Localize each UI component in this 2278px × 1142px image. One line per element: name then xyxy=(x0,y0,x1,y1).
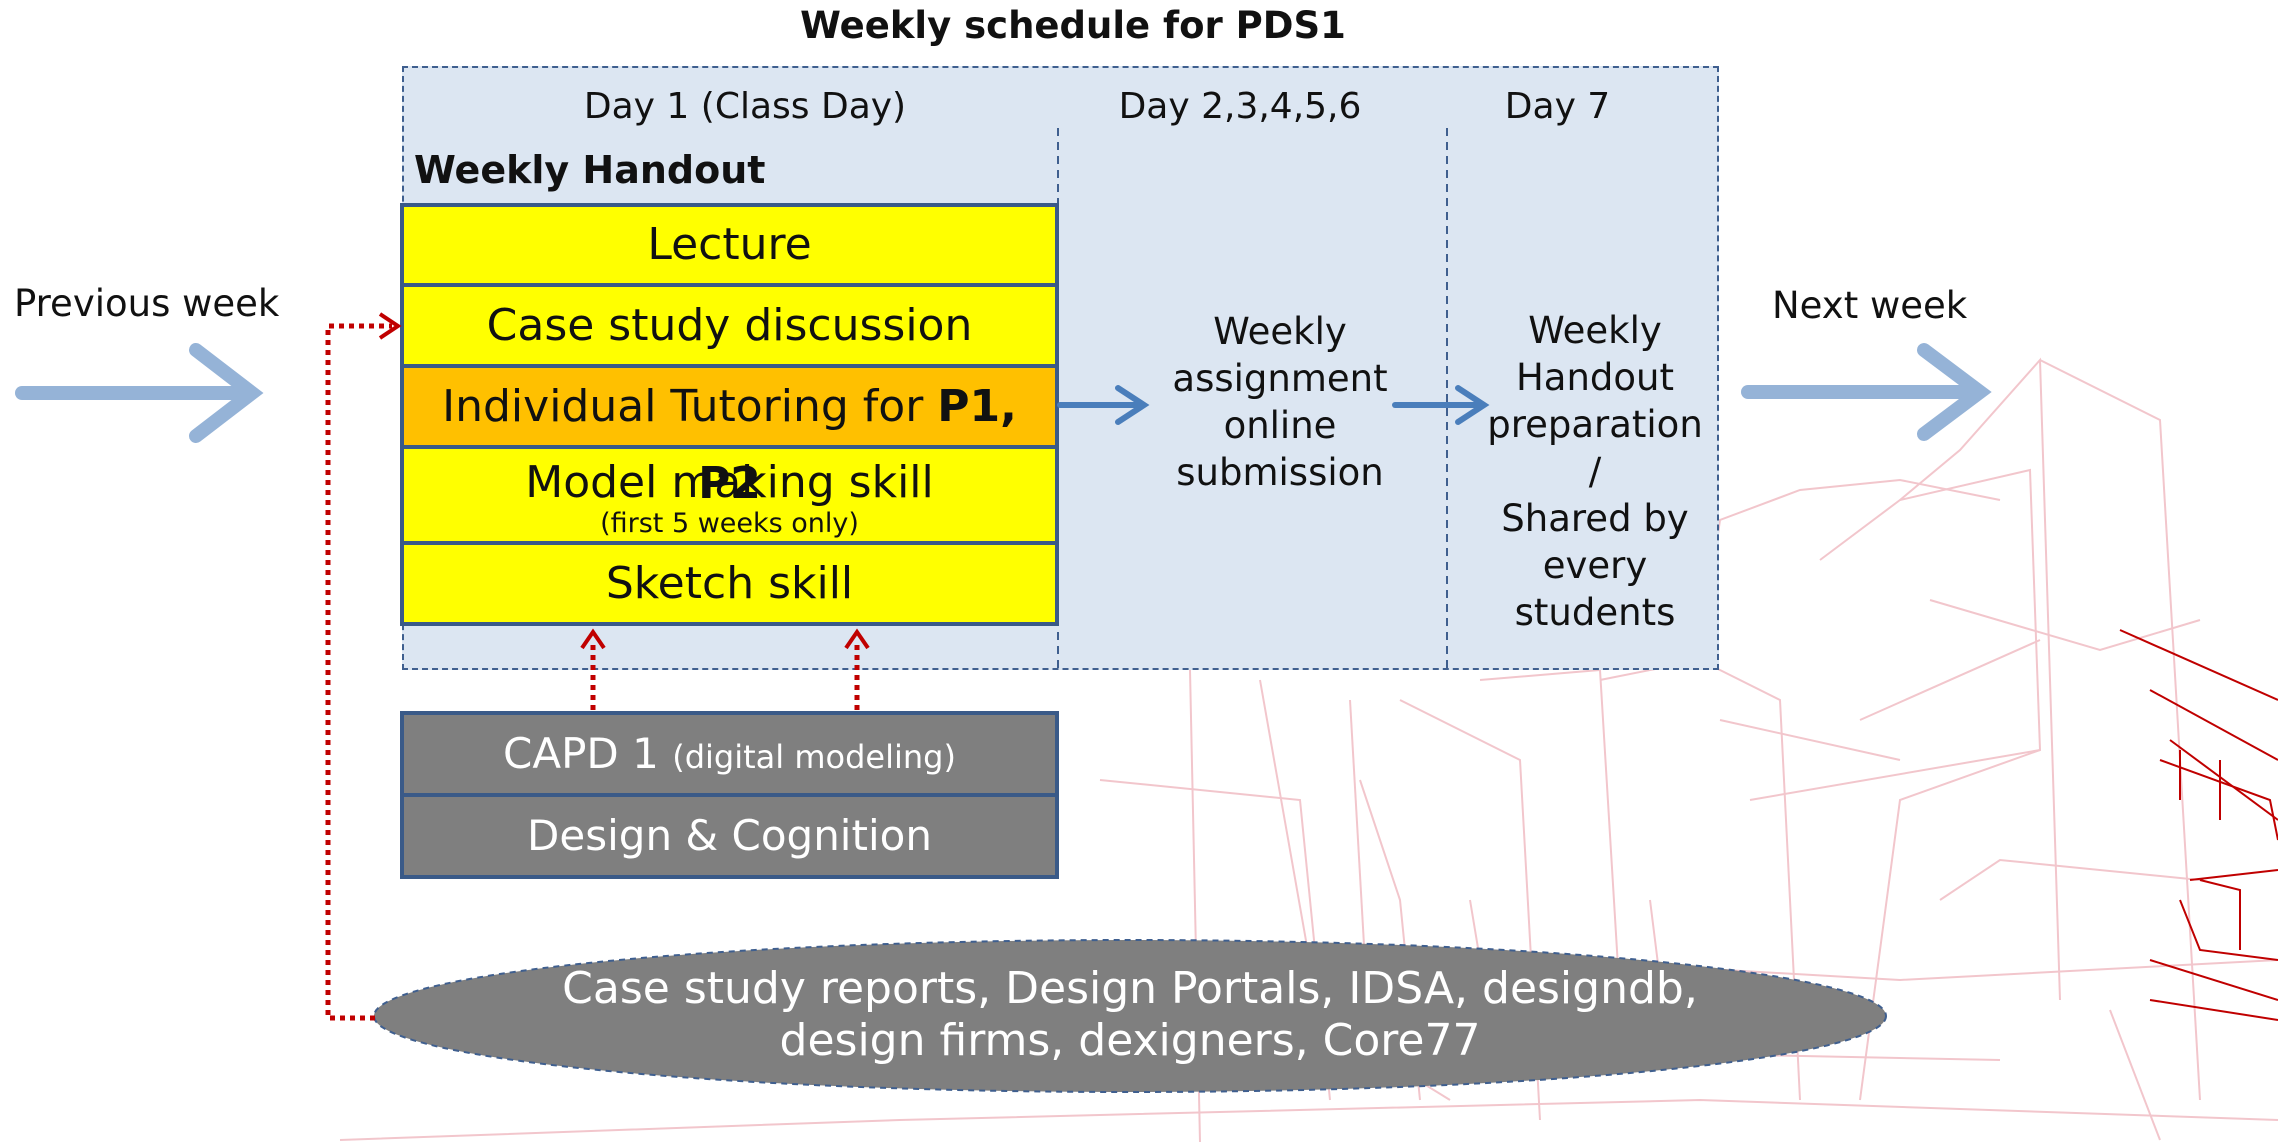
day7-line: every xyxy=(1542,544,1648,587)
sketch-label: Sketch skill xyxy=(605,558,854,609)
handout-to-assignment-arrow xyxy=(1057,385,1150,425)
day7-line: Shared by xyxy=(1501,497,1689,540)
resources-line: Case study reports, Design Portals, IDSA… xyxy=(562,963,1698,1014)
class-day-activities: Lecture Case study discussion Individual… xyxy=(400,203,1059,626)
cognition-row: Design & Cognition xyxy=(404,797,1055,875)
tutoring-label: Individual Tutoring for xyxy=(442,381,938,432)
next-week-arrow xyxy=(1741,343,1992,441)
capd-arrowhead xyxy=(844,628,870,650)
day7-description: Weekly Handout preparation / Shared by e… xyxy=(1450,307,1740,636)
day7-line: Handout xyxy=(1515,356,1675,399)
resources-line: design firms, dexigners, Core77 xyxy=(779,1015,1481,1066)
capd-note: (digital modeling) xyxy=(672,738,956,776)
resources-to-case-study-arrow xyxy=(325,323,392,1021)
capd-to-handout-arrows xyxy=(590,640,860,710)
day2-6-description: Weekly assignment online submission xyxy=(1080,308,1480,496)
resources-ellipse xyxy=(373,939,1887,1093)
day2-line: submission xyxy=(1176,451,1384,494)
day7-header: Day 7 xyxy=(1504,86,1611,127)
next-week-label: Next week xyxy=(1772,284,1968,327)
day2-6-header: Day 2,3,4,5,6 xyxy=(1118,86,1362,127)
day2-line: online xyxy=(1223,404,1337,447)
model-making-label: Model making skill xyxy=(525,457,934,508)
previous-week-arrow xyxy=(15,343,264,443)
day7-line: preparation xyxy=(1487,403,1703,446)
day7-line: Weekly xyxy=(1528,309,1662,352)
day2-line: Weekly xyxy=(1213,310,1347,353)
day7-line: / xyxy=(1588,450,1602,493)
tutoring-projects: P1, P2 xyxy=(698,381,1017,509)
case-study-row: Case study discussion xyxy=(404,287,1055,368)
model-making-row: Model making skill (first 5 weeks only) xyxy=(404,449,1055,545)
capd-row: CAPD 1 (digital modeling) xyxy=(404,715,1055,797)
capd-arrowhead xyxy=(580,628,606,650)
cognition-label: Design & Cognition xyxy=(527,811,932,860)
assignment-to-preparation-arrow xyxy=(1392,385,1490,425)
sketch-row: Sketch skill xyxy=(404,545,1055,622)
supporting-courses: CAPD 1 (digital modeling) Design & Cogni… xyxy=(400,711,1059,879)
lecture-row: Lecture xyxy=(404,207,1055,287)
lecture-label: Lecture xyxy=(647,219,812,270)
previous-week-label: Previous week xyxy=(14,282,280,325)
resources-text: Case study reports, Design Portals, IDSA… xyxy=(380,963,1880,1067)
day7-line: students xyxy=(1514,591,1676,634)
diagram-title: Weekly schedule for PDS1 xyxy=(800,4,1346,47)
tutoring-row: Individual Tutoring for P1, P2 xyxy=(404,368,1055,509)
case-study-label: Case study discussion xyxy=(486,300,973,351)
capd-label: CAPD 1 xyxy=(503,729,659,778)
weekly-handout-label: Weekly Handout xyxy=(414,148,766,192)
day1-header: Day 1 (Class Day) xyxy=(583,86,907,127)
day2-line: assignment xyxy=(1172,357,1388,400)
model-making-note: (first 5 weeks only) xyxy=(600,508,859,539)
case-study-arrowhead xyxy=(378,312,402,340)
